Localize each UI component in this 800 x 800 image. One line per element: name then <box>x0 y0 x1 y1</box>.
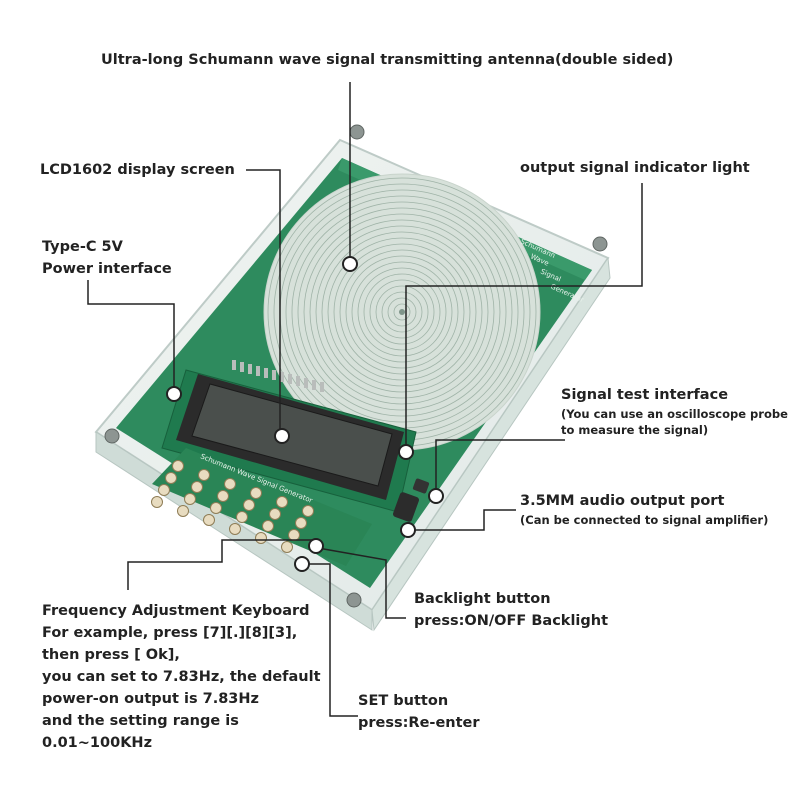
keypad-key <box>203 514 215 526</box>
coil-ring <box>297 207 507 417</box>
label-keyboard: Frequency Adjustment Keyboard For exampl… <box>42 600 321 754</box>
keypad-key <box>158 484 170 496</box>
label-keyboard-line5: power-on output is 7.83Hz <box>42 691 259 707</box>
lcd-module <box>161 360 417 513</box>
label-set: SET button press:Re-enter <box>358 690 480 734</box>
label-keyboard-line4: you can set to 7.83Hz, the default <box>42 669 321 685</box>
label-backlight-line2: press:ON/OFF Backlight <box>414 613 609 629</box>
label-set-line1: SET button <box>358 693 449 709</box>
marker-backlight <box>308 538 324 554</box>
label-set-line2: press:Re-enter <box>358 715 480 731</box>
coil-ring <box>339 249 465 375</box>
keypad-key <box>269 508 281 520</box>
keypad-key <box>281 541 293 553</box>
keypad-key <box>198 469 210 481</box>
keypad-key <box>243 499 255 511</box>
keypad-key <box>262 520 274 532</box>
coil-ring <box>393 303 411 321</box>
keypad-key <box>295 517 307 529</box>
keypad-key <box>184 493 196 505</box>
keypad-key <box>302 505 314 517</box>
coil-ring <box>351 261 453 363</box>
label-audio: 3.5MM audio output port <box>520 493 725 509</box>
label-power-line2: Power interface <box>42 261 172 277</box>
keypad-key <box>210 502 222 514</box>
label-indicator: output signal indicator light <box>520 160 750 176</box>
label-keyboard-line6: and the setting range is <box>42 713 239 729</box>
keypad-key <box>217 490 229 502</box>
coil-ring <box>309 219 495 405</box>
corner-screws <box>104 124 608 608</box>
keypad-key <box>229 523 241 535</box>
leader-lines <box>87 82 643 717</box>
label-lcd: LCD1602 display screen <box>40 162 235 178</box>
label-backlight: Backlight button press:ON/OFF Backlight <box>414 588 608 632</box>
coil-ring <box>369 279 435 345</box>
label-signal-test: Signal test interface <box>561 387 729 403</box>
keypad-key <box>255 532 267 544</box>
label-keyboard-line2: For example, press [7][.][8][3], <box>42 625 298 641</box>
lcd-header-pins <box>232 360 324 392</box>
keypad-key <box>276 496 288 508</box>
keypad-key <box>177 505 189 517</box>
label-keyboard-line3: then press [ Ok], <box>42 647 180 663</box>
callout-markers <box>166 256 444 572</box>
coil-ring <box>363 273 441 351</box>
marker-lcd <box>274 428 290 444</box>
keypad-key <box>151 496 163 508</box>
keypad-key <box>250 487 262 499</box>
coil-ring <box>381 291 423 333</box>
coil-ring <box>375 285 429 339</box>
label-signal-test-note-1: (You can use an oscilloscope probe <box>561 407 788 421</box>
keypad-key <box>172 460 184 472</box>
marker-antenna <box>342 256 358 272</box>
label-power: Type-C 5V Power interface <box>42 236 172 280</box>
label-power-line1: Type-C 5V <box>42 239 123 255</box>
keypad-key <box>224 478 236 490</box>
label-antenna: Ultra-long Schumann wave signal transmit… <box>101 52 674 68</box>
keypad-key <box>165 472 177 484</box>
marker-power <box>166 386 182 402</box>
label-audio-note: (Can be connected to signal amplifier) <box>520 513 769 527</box>
coil-ring <box>333 243 471 381</box>
keypad-key <box>288 529 300 541</box>
coil-ring <box>291 201 513 423</box>
marker-audio <box>400 522 416 538</box>
coil-ring <box>321 231 483 393</box>
coil-ring <box>327 237 477 387</box>
label-keyboard-line7: 0.01~100KHz <box>42 735 153 751</box>
label-backlight-line1: Backlight button <box>414 591 551 607</box>
marker-set <box>294 556 310 572</box>
marker-signal-test <box>428 488 444 504</box>
coil-ring <box>315 225 489 399</box>
marker-indicator <box>398 444 414 460</box>
coil-ring <box>303 213 501 411</box>
ports <box>393 478 430 522</box>
keypad-key <box>191 481 203 493</box>
coil-ring <box>345 255 459 369</box>
label-keyboard-line1: Frequency Adjustment Keyboard <box>42 603 310 619</box>
label-signal-test-note-2: to measure the signal) <box>561 423 709 437</box>
keypad-key <box>236 511 248 523</box>
coil-ring <box>357 267 447 357</box>
keypad <box>151 448 372 566</box>
coil-ring <box>387 297 417 327</box>
